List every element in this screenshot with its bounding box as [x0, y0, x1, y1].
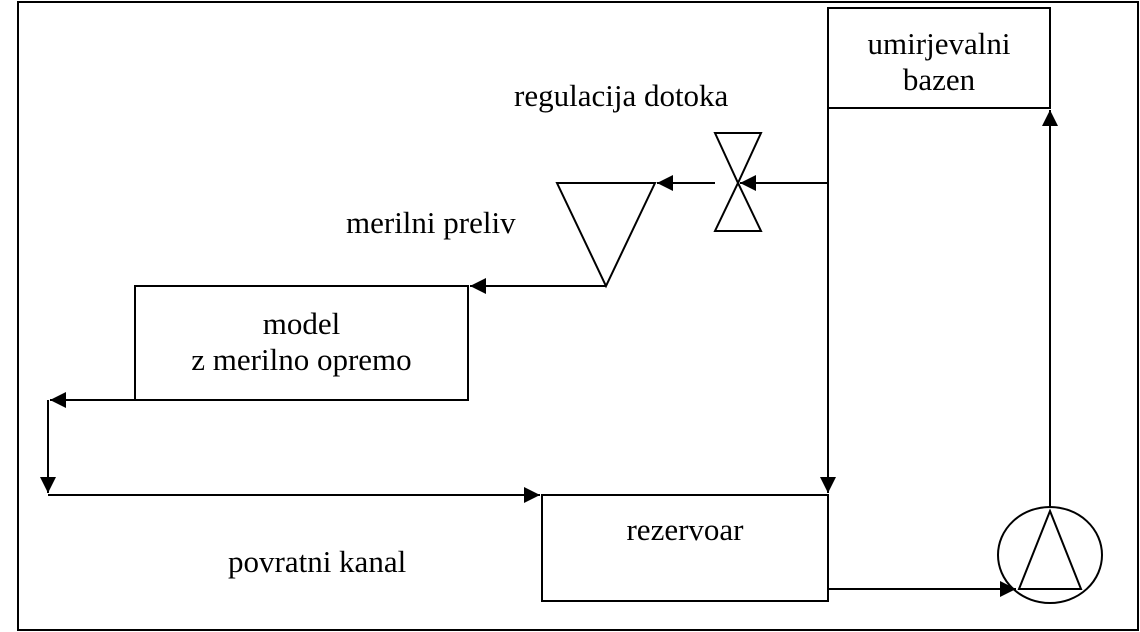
model-line1: model: [262, 306, 341, 341]
rezervoar-box: [541, 494, 829, 602]
rezervoar-label: rezervoar: [626, 512, 744, 547]
povratni-kanal-label: povratni kanal: [228, 544, 407, 579]
merilni-preliv-label: merilni preliv: [346, 205, 516, 240]
outer-frame: [17, 1, 1139, 631]
umirjevalni-bazen-line1: umirjevalni: [867, 26, 1011, 61]
model-label: model z merilno opremo: [135, 306, 468, 378]
umirjevalni-bazen-line2: bazen: [902, 62, 976, 97]
umirjevalni-bazen-label: umirjevalni bazen: [828, 26, 1050, 98]
model-line2: z merilno opremo: [191, 342, 412, 377]
weir-triangle-icon: [555, 182, 657, 289]
valve-icon: [713, 132, 763, 232]
regulacija-dotoka-label: regulacija dotoka: [514, 78, 729, 113]
model-box: [134, 285, 469, 401]
umirjevalni-bazen-box: [827, 7, 1051, 109]
